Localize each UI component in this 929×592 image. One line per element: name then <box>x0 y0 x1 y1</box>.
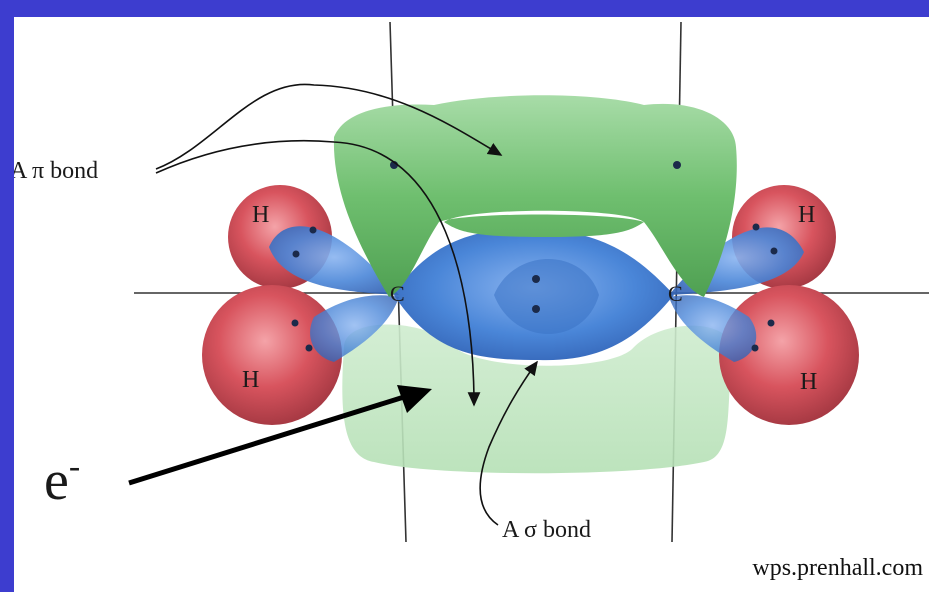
hydrogen-bottom-left-label: H <box>242 367 259 393</box>
electron-label: e- <box>44 448 80 512</box>
hydrogen-top-left-label: H <box>252 202 269 228</box>
carbon-right-label: C <box>668 281 683 306</box>
sigma-bond-label: A σ bond <box>502 517 591 543</box>
pi-lobe-top <box>333 95 737 297</box>
sigma-bond-lobe <box>394 228 674 361</box>
sigma-arrow <box>479 360 538 526</box>
source-credit: wps.prenhall.com <box>752 555 923 581</box>
carbon-left-label: C <box>390 281 405 306</box>
pi-bond-arrows <box>155 83 503 407</box>
pi-bond-label: A π bond <box>14 158 98 184</box>
diagram-panel: C C H H H H A π bond A σ bond e- wps.pre… <box>14 17 929 592</box>
hydrogen-bottom-right <box>669 285 859 425</box>
electron-arrow <box>128 385 432 486</box>
pi-arrow-bottom <box>155 139 481 407</box>
pi-lobe-bottom <box>342 324 733 474</box>
hydrogen-bottom-right-label: H <box>800 369 817 395</box>
pi-arrow-top <box>155 83 503 170</box>
hydrogen-bottom-left <box>202 285 399 425</box>
ethylene-bonding-diagram: C C H H H H A π bond A σ bond e- <box>14 21 929 543</box>
hydrogen-top-left <box>228 185 399 295</box>
hydrogen-top-right-label: H <box>798 202 815 228</box>
